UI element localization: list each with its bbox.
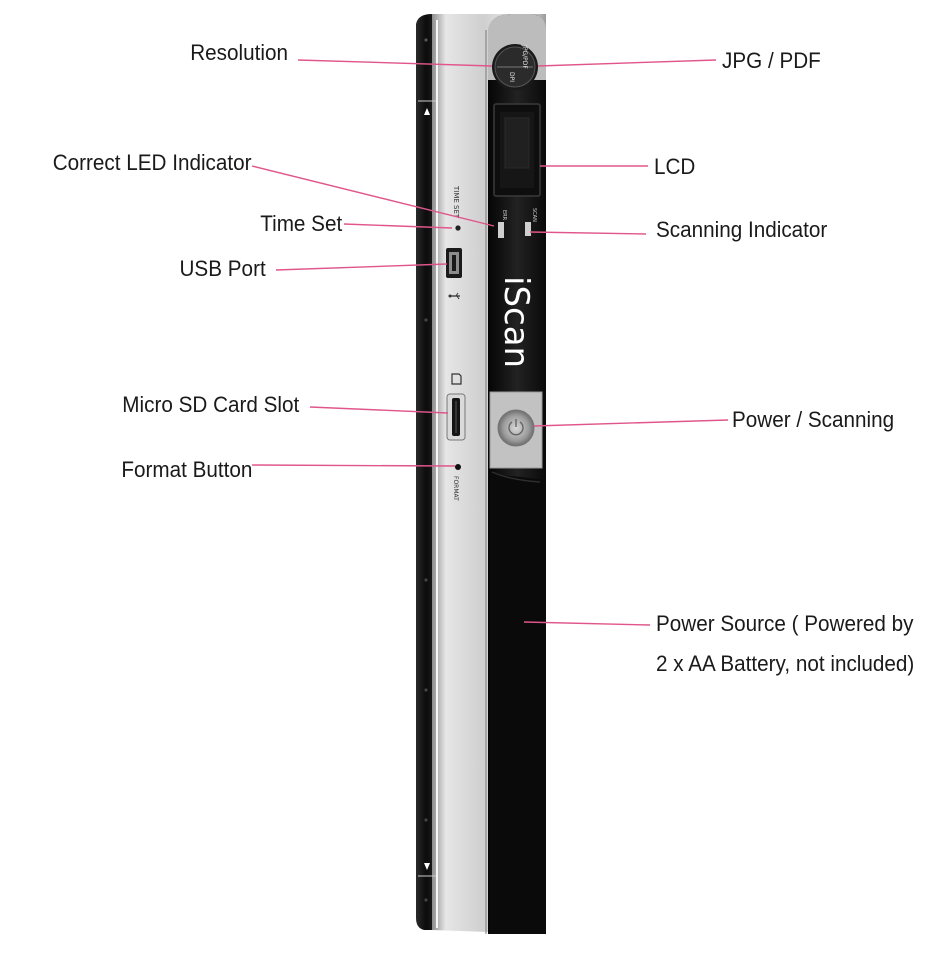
button-top-label: JPG/PDF bbox=[521, 44, 528, 69]
callout-power-source-line2: 2 x AA Battery, not included) bbox=[656, 651, 915, 676]
button-bottom-label: DPI bbox=[508, 72, 515, 82]
lcd-label-right: SCAN bbox=[531, 208, 537, 222]
usb-icon bbox=[448, 292, 460, 300]
leader-micro-sd bbox=[309, 406, 449, 414]
arrow-down-icon bbox=[424, 863, 430, 870]
callout-lcd: LCD bbox=[654, 154, 696, 179]
callout-resolution: Resolution bbox=[190, 40, 288, 65]
battery-compartment bbox=[490, 470, 546, 934]
arrow-up-icon bbox=[424, 108, 430, 115]
leader-scanning-indicator bbox=[529, 231, 647, 235]
leader-lines bbox=[251, 59, 729, 626]
callout-scanning-indicator: Scanning Indicator bbox=[656, 217, 828, 242]
lcd-screen: ERR SCAN bbox=[493, 103, 541, 238]
callout-time-set: Time Set bbox=[260, 211, 342, 236]
format-button-dot bbox=[455, 464, 461, 470]
leader-jpg-pdf bbox=[537, 59, 717, 67]
callout-power-source-line1: Power Source ( Powered by bbox=[656, 611, 914, 636]
callout-usb-port: USB Port bbox=[179, 256, 266, 281]
format-label: FORMAT bbox=[452, 476, 459, 501]
callout-format-button: Format Button bbox=[120, 457, 252, 482]
sd-card-icon bbox=[451, 373, 462, 385]
leader-format bbox=[251, 464, 456, 467]
scanner-left-side bbox=[416, 14, 436, 930]
leader-power-scanning bbox=[533, 419, 729, 427]
jpg-pdf-dpi-button: JPG/PDF DPI bbox=[492, 44, 538, 90]
callout-jpg-pdf: JPG / PDF bbox=[722, 48, 821, 73]
callout-correct-led-indicator: Correct LED Indicator bbox=[53, 150, 252, 175]
power-icon bbox=[508, 419, 524, 436]
leader-correct-led bbox=[251, 165, 495, 227]
lcd-label-left: ERR bbox=[501, 210, 507, 221]
led-dot bbox=[455, 225, 461, 231]
leader-usb bbox=[275, 263, 448, 271]
brand-logo: iScan bbox=[496, 276, 536, 368]
time-set-label: TIME SET bbox=[452, 185, 460, 219]
callout-micro-sd-card-slot: Micro SD Card Slot bbox=[122, 392, 299, 417]
micro-sd-slot bbox=[446, 393, 466, 441]
usb-port bbox=[446, 248, 462, 278]
leader-time-set bbox=[343, 223, 453, 229]
leader-resolution bbox=[297, 59, 493, 67]
leader-power-source bbox=[523, 621, 651, 626]
power-scan-button bbox=[489, 391, 543, 469]
callout-power-scanning: Power / Scanning bbox=[732, 407, 895, 432]
